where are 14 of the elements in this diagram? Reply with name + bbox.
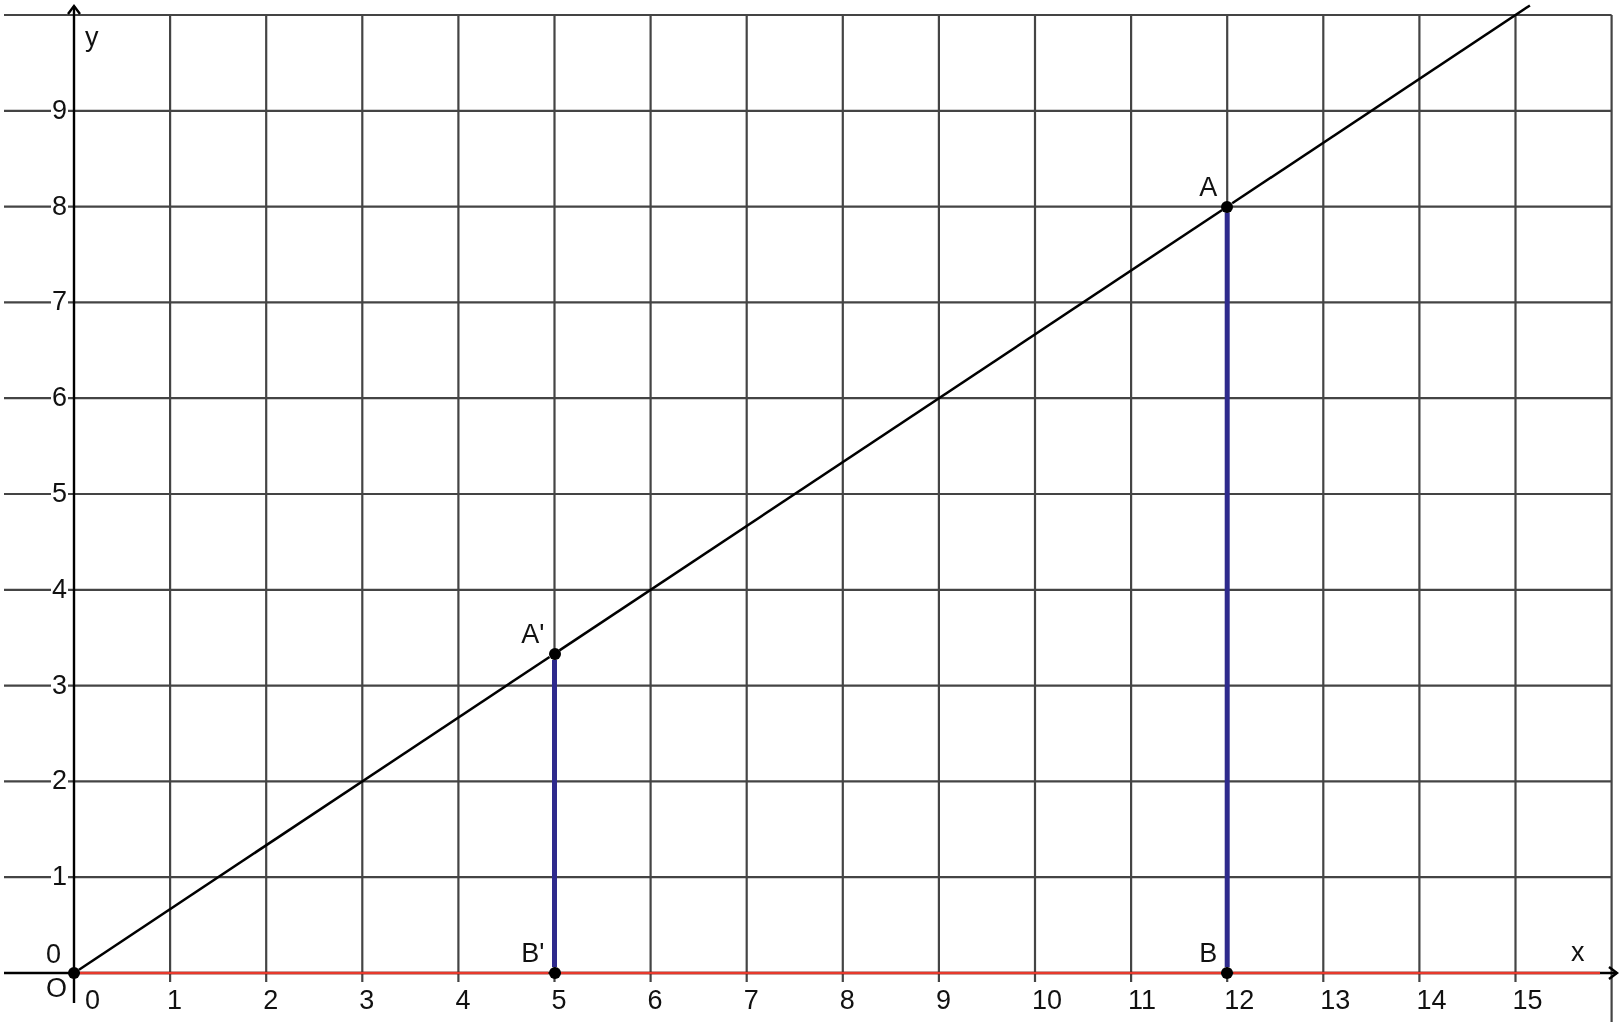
line-segment: [558, 208, 1223, 652]
line-segment: [552, 659, 557, 967]
line-segment: [560, 971, 1222, 975]
line-segment: [1231, 4, 1531, 205]
point-label: A: [1199, 173, 1218, 201]
point-label: B': [521, 940, 545, 967]
point-label: A': [521, 620, 545, 648]
line-segment: [1233, 971, 1600, 975]
line-segment: [78, 655, 551, 971]
axis-label: y: [84, 24, 100, 51]
line-segment: [80, 971, 549, 975]
line-segment: [1224, 212, 1230, 967]
axis-label: x: [1570, 939, 1586, 966]
point-label: B: [1199, 940, 1218, 967]
